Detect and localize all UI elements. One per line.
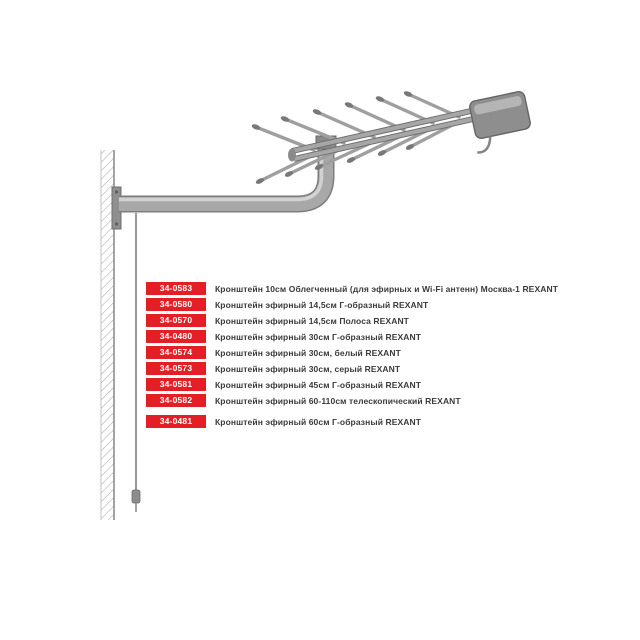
product-name: Кронштейн эфирный 14,5см Полоса REXANT [215, 315, 409, 326]
amplifier-box [469, 91, 531, 154]
product-code-badge: 34-0573 [146, 362, 206, 375]
product-code-badge: 34-0581 [146, 378, 206, 391]
product-list: 34-0583 Кронштейн 10см Облегченный (для … [146, 282, 558, 431]
antenna-element-tips [251, 91, 415, 184]
product-code-badge: 34-0583 [146, 282, 206, 295]
product-name: Кронштейн эфирный 30см Г-образный REXANT [215, 331, 422, 342]
l-shaped-bracket-arm [119, 146, 335, 213]
product-row: 34-0581 Кронштейн эфирный 45см Г-образны… [146, 378, 558, 391]
product-code-badge: 34-0580 [146, 298, 206, 311]
product-code-badge: 34-0480 [146, 330, 206, 343]
product-name: Кронштейн эфирный 45см Г-образный REXANT [215, 379, 422, 390]
product-code-badge: 34-0582 [146, 394, 206, 407]
product-row: 34-0574 Кронштейн эфирный 30см, белый RE… [146, 346, 558, 359]
product-name: Кронштейн эфирный 60см Г-образный REXANT [215, 416, 422, 427]
product-name: Кронштейн эфирный 30см, серый REXANT [215, 363, 401, 374]
product-row: 34-0583 Кронштейн 10см Облегченный (для … [146, 282, 558, 295]
drop-cable [131, 213, 141, 512]
product-code-badge: 34-0570 [146, 314, 206, 327]
product-name: Кронштейн 10см Облегченный (для эфирных … [215, 283, 558, 294]
product-row: 34-0480 Кронштейн эфирный 30см Г-образны… [146, 330, 558, 343]
product-name: Кронштейн эфирный 30см, белый REXANT [215, 347, 401, 358]
product-row: 34-0481 Кронштейн эфирный 60см Г-образны… [146, 415, 558, 428]
antenna [251, 91, 531, 184]
product-row: 34-0580 Кронштейн эфирный 14,5см Г-образ… [146, 298, 558, 311]
product-row: 34-0573 Кронштейн эфирный 30см, серый RE… [146, 362, 558, 375]
product-code-badge: 34-0574 [146, 346, 206, 359]
product-row: 34-0570 Кронштейн эфирный 14,5см Полоса … [146, 314, 558, 327]
product-row: 34-0582 Кронштейн эфирный 60-110см телес… [146, 394, 558, 407]
product-name: Кронштейн эфирный 60-110см телескопическ… [215, 395, 461, 406]
product-code-badge: 34-0481 [146, 415, 206, 428]
product-name: Кронштейн эфирный 14,5см Г-образный REXA… [215, 299, 429, 310]
antenna-boom [288, 106, 483, 162]
